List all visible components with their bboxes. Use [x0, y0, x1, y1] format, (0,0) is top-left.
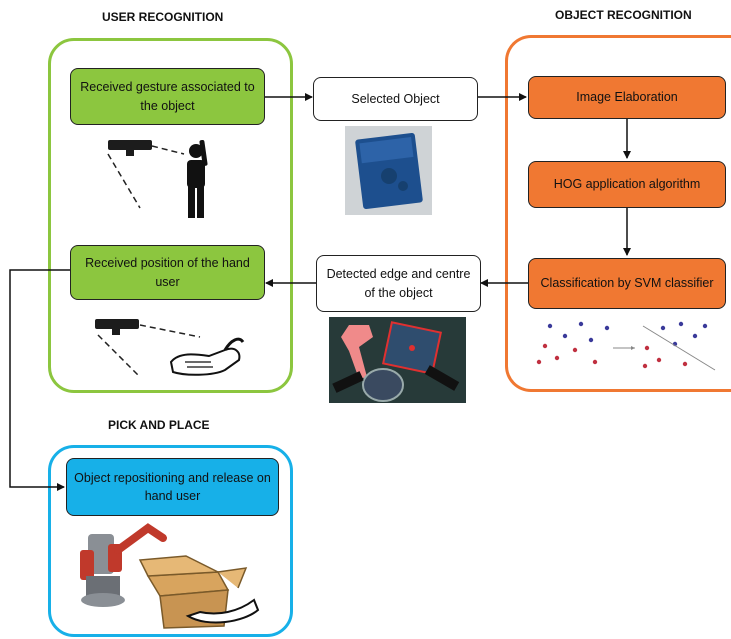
- selected-object-box: Selected Object: [313, 77, 478, 121]
- pick-and-place-panel: [48, 445, 293, 637]
- image-elaboration-box: Image Elaboration: [528, 76, 726, 119]
- edge-detection-photo: [329, 317, 466, 403]
- received-gesture-box: Received gesture associated to the objec…: [70, 68, 265, 125]
- repositioning-box: Object repositioning and release on hand…: [66, 458, 279, 516]
- hog-algorithm-box: HOG application algorithm: [528, 161, 726, 208]
- object-recognition-title: OBJECT RECOGNITION: [555, 8, 692, 22]
- received-position-box: Received position of the hand user: [70, 245, 265, 300]
- kinect-sensor-hand-icon: [95, 319, 201, 376]
- user-recognition-title: USER RECOGNITION: [102, 10, 224, 24]
- pick-and-place-title: PICK AND PLACE: [108, 418, 210, 432]
- user-recognition-panel: [48, 38, 293, 393]
- svm-scatter-icon: [536, 321, 716, 371]
- kinect-sensor-icon: [107, 140, 185, 209]
- detected-edge-box: Detected edge and centre of the object: [316, 255, 481, 312]
- svm-classifier-box: Classification by SVM classifier: [528, 258, 726, 309]
- robot-arm-with-box-photo: [80, 523, 260, 629]
- arrow-position-to-repositioning: [9, 269, 70, 491]
- open-hand-icon: [169, 337, 245, 376]
- blue-book-photo: [345, 126, 432, 215]
- object-recognition-panel: [505, 35, 731, 392]
- person-raising-hand-icon: [187, 139, 208, 218]
